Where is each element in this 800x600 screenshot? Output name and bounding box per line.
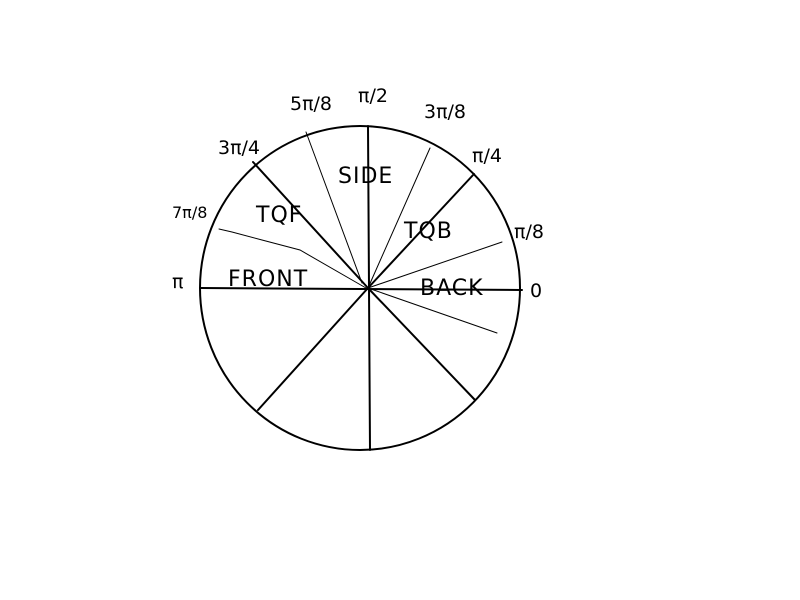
boundary-neg-pi-8 (367, 287, 498, 334)
boundary-3pi-8 (367, 147, 431, 289)
label-3pi-8: 3π/8 (424, 101, 466, 123)
boundary-7pi-8 (218, 228, 367, 289)
diagonal-3pi-4 (252, 161, 369, 289)
diagonal-7pi-4 (367, 287, 476, 401)
boundary-pi-8 (367, 241, 503, 289)
region-front: FRONT (228, 267, 308, 292)
boundary-5pi-8 (305, 131, 363, 284)
label-pi-2: π/2 (358, 85, 388, 107)
diagonal-pi-4 (367, 173, 475, 289)
label-pi-4: π/4 (472, 145, 502, 167)
region-back: BACK (420, 276, 484, 301)
label-pi-8: π/8 (514, 221, 544, 243)
region-tqf: TQF (255, 203, 302, 228)
diagonal-5pi-4 (257, 287, 369, 411)
region-tqb: TQB (403, 219, 453, 244)
label-pi: π (172, 271, 183, 293)
axis-horizontal (200, 287, 523, 291)
label-7pi-8: 7π/8 (172, 203, 207, 222)
label-zero: 0 (530, 280, 542, 302)
label-3pi-4: 3π/4 (218, 137, 260, 159)
region-side: SIDE (338, 164, 393, 189)
label-5pi-8: 5π/8 (290, 93, 332, 115)
